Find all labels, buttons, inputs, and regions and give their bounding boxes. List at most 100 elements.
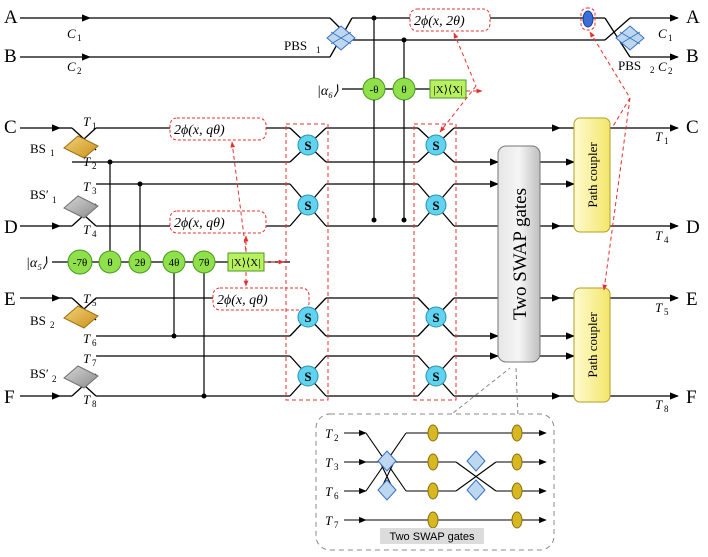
svg-text:5: 5	[664, 307, 669, 317]
svg-text:BS: BS	[30, 141, 46, 156]
svg-text:4: 4	[664, 235, 669, 245]
svg-text:S: S	[304, 198, 311, 213]
rotation-gates-lower: -7θ θ 2θ 4θ 7θ	[67, 249, 216, 275]
feedback-arrows	[230, 31, 631, 291]
svg-text:2ϕ(x, qθ): 2ϕ(x, qθ)	[174, 216, 225, 231]
port-label-b-left: B	[4, 46, 17, 67]
pbs2-beam-splitter: PBS 2	[615, 25, 655, 75]
bs2-prime-beam-splitter: BS′ 2	[30, 365, 99, 389]
svg-text:T: T	[655, 300, 663, 315]
bs2-beam-splitter: BS 2	[30, 305, 99, 330]
svg-text:|α₆⟩: |α₆⟩	[317, 84, 339, 99]
label-c2: C	[67, 59, 76, 74]
svg-text:BS′: BS′	[30, 366, 49, 381]
lower-control-wires	[109, 162, 205, 396]
bs1-prime-beam-splitter: BS′ 1	[30, 187, 99, 219]
svg-text:T: T	[655, 397, 663, 412]
port-label-c-right: C	[686, 117, 699, 138]
svg-text:T: T	[655, 228, 663, 243]
swap-gates: S S S S S S S S	[297, 134, 447, 387]
svg-text:3: 3	[92, 186, 97, 196]
svg-text:1: 1	[664, 136, 669, 146]
port-label-f-right: F	[686, 387, 697, 408]
label-c2-right: C	[658, 59, 667, 74]
label-c1-right-sub: 1	[668, 33, 673, 43]
svg-text:3: 3	[334, 462, 339, 472]
port-label-b-right: B	[686, 46, 699, 67]
rotation-4theta: 4θ	[169, 257, 180, 269]
svg-text:T: T	[83, 291, 91, 306]
port-label-d-right: D	[686, 217, 700, 238]
svg-text:|α₅⟩: |α₅⟩	[26, 256, 48, 271]
ancilla-alpha6: |α₆⟩	[317, 84, 339, 99]
label-c1-sub: 1	[77, 33, 82, 43]
pbs1-sub: 1	[316, 45, 321, 55]
rotation-minus-7theta: -7θ	[73, 257, 87, 269]
port-label-e-left: E	[4, 289, 16, 310]
svg-text:4: 4	[92, 229, 97, 239]
port-label-a-left: A	[4, 7, 18, 28]
svg-text:T: T	[325, 455, 333, 470]
bs1-beam-splitter: BS 1	[30, 135, 99, 159]
rotation-minus-theta: -θ	[370, 84, 379, 96]
upper-control-wires	[373, 18, 405, 220]
svg-text:S: S	[432, 369, 439, 384]
rotation-7theta: 7θ	[199, 257, 210, 269]
ancilla-alpha5: |α₅⟩	[26, 256, 48, 271]
svg-text:S: S	[304, 369, 311, 384]
svg-text:T: T	[83, 114, 91, 129]
svg-text:7: 7	[92, 358, 97, 368]
svg-text:2: 2	[92, 161, 97, 171]
svg-text:T: T	[83, 392, 91, 407]
rotation-theta: θ	[401, 84, 406, 96]
right-port-labels: A B C D E F	[686, 7, 700, 408]
port-label-c-left: C	[4, 117, 17, 138]
label-c1-right: C	[658, 26, 667, 41]
swap-stage-2-box	[413, 123, 457, 401]
svg-text:S: S	[432, 198, 439, 213]
phase-label-top: 2ϕ(x, 2θ)	[409, 8, 491, 32]
svg-text:T: T	[325, 426, 333, 441]
phase-label-e: 2ϕ(x, qθ)	[212, 287, 310, 311]
swap-stage-1-box	[285, 123, 329, 401]
svg-text:6: 6	[334, 491, 339, 501]
svg-text:T: T	[83, 154, 91, 169]
svg-text:8: 8	[92, 399, 97, 409]
svg-text:2: 2	[50, 320, 55, 330]
svg-text:2: 2	[52, 374, 57, 384]
phase-label-c: 2ϕ(x, qθ)	[169, 117, 267, 141]
port-label-e-right: E	[686, 289, 698, 310]
path-coupler-upper: Path coupler	[573, 117, 611, 233]
svg-text:2ϕ(x, qθ): 2ϕ(x, qθ)	[217, 293, 268, 308]
projector-lower: |X⟩⟨X|	[227, 252, 265, 272]
svg-text:6: 6	[92, 338, 97, 348]
projector-upper: |X⟩⟨X|	[429, 79, 467, 99]
label-c2-sub: 2	[77, 66, 82, 76]
svg-text:2ϕ(x, 2θ): 2ϕ(x, 2θ)	[414, 14, 465, 29]
svg-text:BS′: BS′	[30, 187, 49, 202]
two-swap-gates-block: Two SWAP gates	[497, 145, 541, 363]
svg-text:Path coupler: Path coupler	[585, 142, 600, 208]
top-rail-labels: C 1 C 2 C 1 C 2	[67, 26, 673, 76]
svg-text:2: 2	[334, 433, 339, 443]
top-rails	[20, 14, 679, 61]
svg-text:T: T	[325, 513, 333, 528]
svg-text:T: T	[83, 179, 91, 194]
svg-text:Two SWAP gates: Two SWAP gates	[510, 188, 531, 320]
phase-label-d: 2ϕ(x, qθ)	[169, 210, 267, 234]
svg-text:1: 1	[50, 148, 55, 158]
svg-text:T: T	[83, 222, 91, 237]
svg-text:S: S	[304, 310, 311, 325]
svg-text:Path coupler: Path coupler	[585, 312, 600, 378]
svg-text:BS: BS	[30, 313, 46, 328]
port-label-a-right: A	[686, 7, 700, 28]
phase-shifter-icon	[580, 7, 596, 31]
path-coupler-lower: Path coupler	[573, 287, 611, 403]
svg-text:S: S	[432, 310, 439, 325]
port-label-d-left: D	[4, 217, 18, 238]
label-c1: C	[67, 26, 76, 41]
pbs1-beam-splitter: PBS 1	[284, 25, 356, 55]
inset-caption: Two SWAP gates	[390, 531, 475, 543]
